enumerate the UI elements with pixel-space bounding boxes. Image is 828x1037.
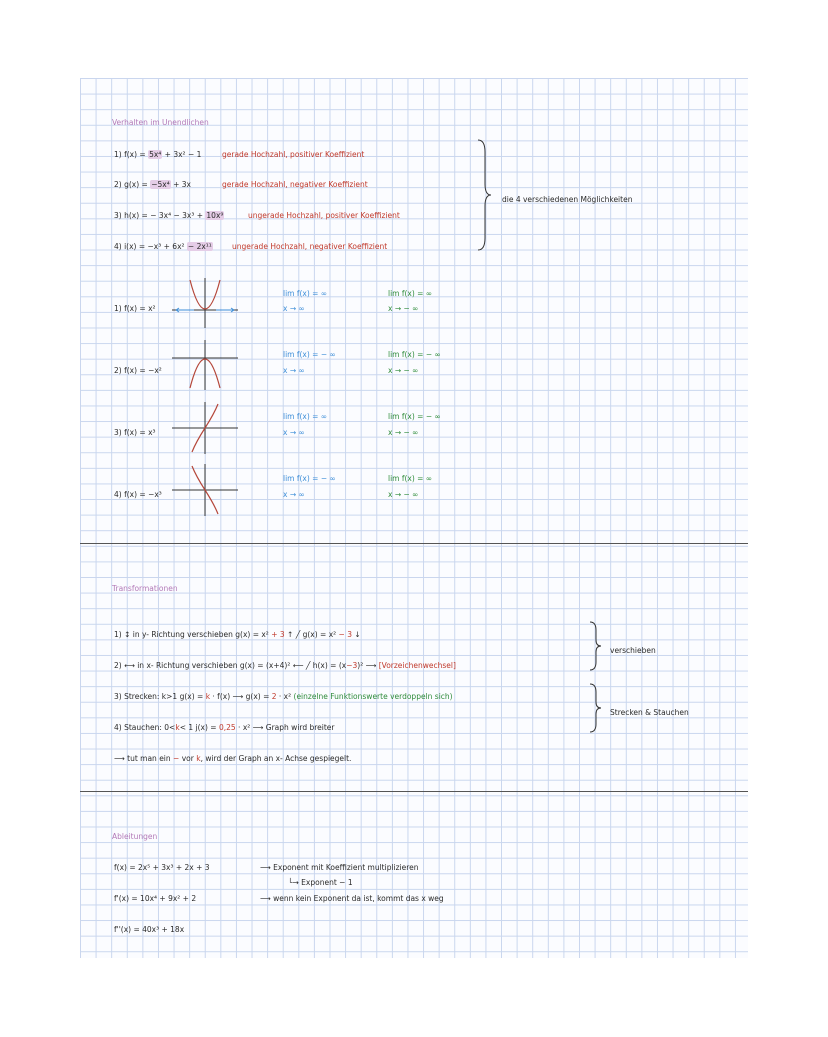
item-expr: f(x) =	[124, 150, 149, 159]
function-f2: f''(x) = 40x³ + 18x	[114, 925, 185, 934]
curly-brace-icon	[589, 621, 602, 671]
item-num: 1)	[114, 150, 122, 159]
transform-line-3: 3) Strecken: k>1 g(x) = k · f(x) ⟶ g(x) …	[114, 692, 453, 702]
text: ⟶ tut man ein	[114, 754, 174, 763]
graph-4-sub1: x → ∞	[283, 490, 305, 499]
text: )² ⟶	[357, 661, 379, 670]
graph-3-label: 3) f(x) = x³	[114, 428, 156, 437]
rule-note-1: ⟶ Exponent mit Koeffizient multipliziere…	[260, 863, 419, 872]
text: 2) ⟷ in x- Richtung verschieben g(x) = (…	[114, 661, 347, 670]
graph-3-lim2: lim f(x) = − ∞	[388, 412, 441, 421]
graph-3-lim1: lim f(x) = ∞	[283, 412, 328, 421]
graph-2-label: 2) f(x) = −x²	[114, 366, 162, 375]
graph-2-lim1: lim f(x) = − ∞	[283, 350, 336, 359]
text: · x² ⟶ Graph wird breiter	[235, 723, 335, 732]
transform-line-4: 4) Stauchen: 0<k< 1 j(x) = 0,25 · x² ⟶ G…	[114, 723, 335, 733]
brace-label-moeglichkeiten: die 4 verschiedenen Möglichkeiten	[502, 195, 633, 204]
item-expr: h(x) = − 3x⁴ − 3x³ +	[124, 211, 206, 220]
section-divider	[80, 543, 748, 544]
item-num: 3)	[114, 211, 122, 220]
red-text: 2	[271, 692, 277, 701]
red-text: + 3	[271, 630, 285, 639]
highlight: − 2x¹¹	[186, 242, 213, 251]
section-divider	[80, 791, 748, 792]
text: vor	[179, 754, 197, 763]
brace-label-strecken: Strecken & Stauchen	[610, 708, 689, 717]
heading-transformationen: Transformationen	[112, 584, 178, 593]
cubic-negative-graph	[172, 464, 238, 516]
graph-1-lim1: lim f(x) = ∞	[283, 289, 328, 298]
transform-line-5: ⟶ tut man ein − vor k, wird der Graph an…	[114, 754, 351, 764]
red-text: −3	[346, 661, 358, 670]
red-text: k	[196, 754, 201, 763]
function-f: f(x) = 2x⁵ + 3x³ + 2x + 3	[114, 863, 210, 872]
transform-line-1: 1) ↕ in y- Richtung verschieben g(x) = x…	[114, 630, 361, 640]
cubic-positive-graph	[172, 402, 238, 454]
graph-1-sub1: x → ∞	[283, 304, 305, 313]
heading-ableitungen: Ableitungen	[112, 832, 158, 841]
graph-3-sub1: x → ∞	[283, 428, 305, 437]
graph-4-sub2: x → − ∞	[388, 490, 419, 499]
rule-note-2: ⟶ wenn kein Exponent da ist, kommt das x…	[260, 894, 444, 903]
curly-brace-icon	[477, 139, 492, 251]
text: 3) Strecken: k>1 g(x) =	[114, 692, 206, 701]
item-num: 4)	[114, 242, 122, 251]
graph-3-sub2: x → − ∞	[388, 428, 419, 437]
function-f1: f'(x) = 10x⁴ + 9x² + 2	[114, 894, 197, 903]
text: ↑ ╱ g(x) = x²	[284, 630, 339, 639]
parabola-down-graph	[172, 340, 238, 390]
text: 4) Stauchen: 0<	[114, 723, 176, 732]
graph-4-lim1: lim f(x) = − ∞	[283, 474, 336, 483]
item-expr-rest: + 3x	[170, 180, 191, 189]
item-expr: i(x) = −x³ + 6x²	[124, 242, 187, 251]
graph-1-sub2: x → − ∞	[388, 304, 419, 313]
parabola-up-graph	[172, 278, 238, 328]
text: · x²	[276, 692, 294, 701]
curly-brace-icon	[589, 683, 602, 733]
text: · f(x) ⟶ g(x) =	[210, 692, 272, 701]
note-1: gerade Hochzahl, positiver Koeffizient	[222, 150, 365, 159]
highlight: 10x⁹	[205, 211, 225, 220]
item-expr-rest: + 3x² − 1	[162, 150, 202, 159]
graph-2-sub2: x → − ∞	[388, 366, 419, 375]
red-text: −	[173, 754, 180, 763]
heading-verhalten: Verhalten im Unendlichen	[112, 118, 209, 127]
text: < 1 j(x) =	[179, 723, 219, 732]
item-4: 4) i(x) = −x³ + 6x² − 2x¹¹	[114, 242, 213, 252]
graph-4-label: 4) f(x) = −x³	[114, 490, 162, 499]
highlight: 5x⁴	[148, 150, 163, 159]
graph-1-label: 1) f(x) = x²	[114, 304, 156, 313]
note-2: gerade Hochzahl, negativer Koeffizient	[222, 180, 368, 189]
item-1: 1) f(x) = 5x⁴ + 3x² − 1	[114, 150, 201, 160]
highlight: −5x⁴	[150, 180, 171, 189]
red-text: k	[175, 723, 180, 732]
grid-paper	[80, 78, 748, 958]
brace-label-verschieben: verschieben	[610, 646, 656, 655]
red-text: k	[205, 692, 211, 701]
red-text: − 3	[338, 630, 352, 639]
rule-note-1b: └→ Exponent − 1	[288, 878, 353, 887]
red-text: [Vorzeichenwechsel]	[378, 661, 456, 670]
transform-line-2: 2) ⟷ in x- Richtung verschieben g(x) = (…	[114, 661, 456, 671]
green-text: (einzelne Funktionswerte verdoppeln sich…	[293, 692, 453, 701]
graph-2-lim2: lim f(x) = − ∞	[388, 350, 441, 359]
red-text: 0,25	[218, 723, 236, 732]
graph-1-lim2: lim f(x) = ∞	[388, 289, 433, 298]
item-expr: g(x) =	[124, 180, 151, 189]
note-3: ungerade Hochzahl, positiver Koeffizient	[248, 211, 400, 220]
graph-4-lim2: lim f(x) = ∞	[388, 474, 433, 483]
text: 1) ↕ in y- Richtung verschieben g(x) = x…	[114, 630, 272, 639]
text: , wird der Graph an x- Achse gespiegelt.	[200, 754, 352, 763]
item-num: 2)	[114, 180, 122, 189]
item-2: 2) g(x) = −5x⁴ + 3x	[114, 180, 191, 190]
graph-2-sub1: x → ∞	[283, 366, 305, 375]
item-3: 3) h(x) = − 3x⁴ − 3x³ + 10x⁹	[114, 211, 225, 221]
text: ↓	[352, 630, 361, 639]
note-4: ungerade Hochzahl, negativer Koeffizient	[232, 242, 388, 251]
